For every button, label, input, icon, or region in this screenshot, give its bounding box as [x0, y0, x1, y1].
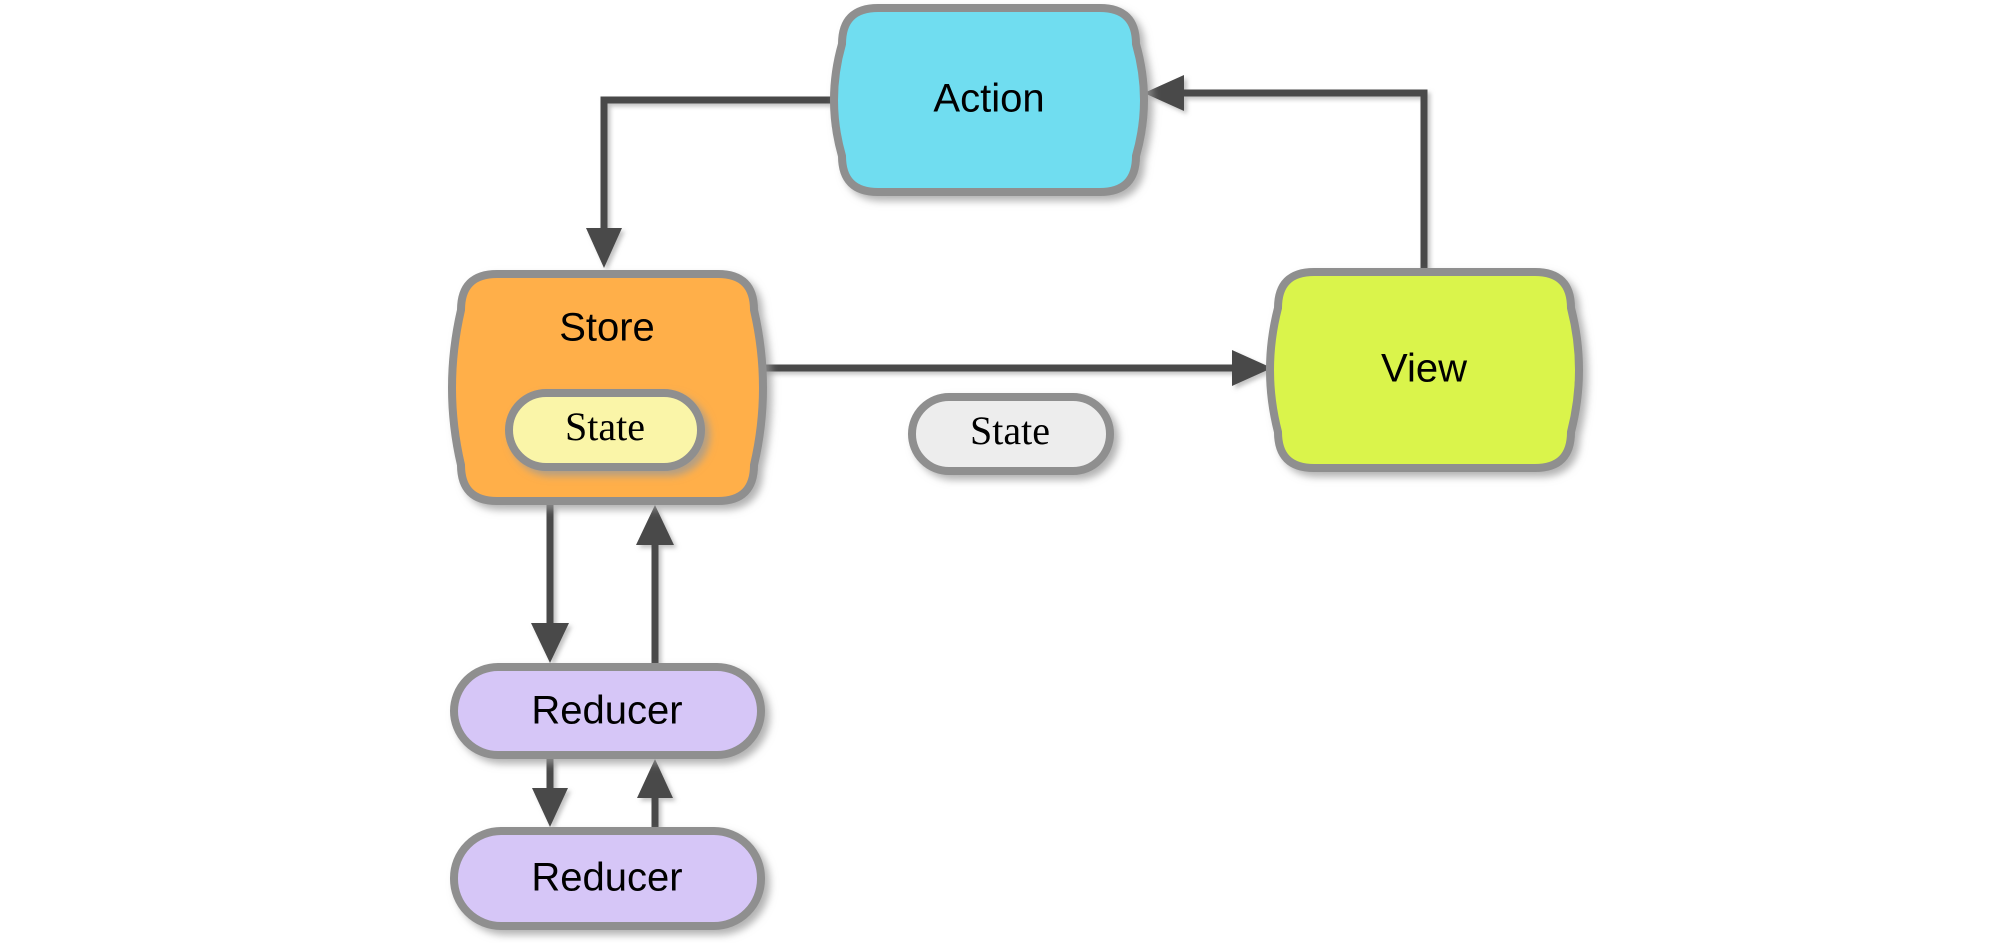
node-reducer-2[interactable]: Reducer	[450, 827, 765, 930]
reducer-1-label: Reducer	[531, 689, 682, 733]
reducer-2-label: Reducer	[531, 856, 682, 900]
action-shape[interactable]	[830, 4, 1148, 196]
edge-action-to-store	[586, 96, 838, 268]
reducer-1-shape[interactable]	[450, 663, 765, 759]
action-label: Action	[933, 77, 1044, 121]
edge-reducer1-to-store	[636, 505, 674, 663]
store-state-shape[interactable]	[505, 389, 705, 471]
node-store-state[interactable]: State	[505, 389, 705, 471]
node-action[interactable]: Action	[830, 4, 1148, 196]
edge-layer	[531, 75, 1428, 827]
state-payload-label: State	[970, 408, 1050, 453]
node-state-payload[interactable]: State	[908, 393, 1114, 475]
view-shape[interactable]	[1266, 268, 1583, 472]
node-view[interactable]: View	[1266, 268, 1583, 472]
edge-store-to-reducer1	[531, 505, 569, 663]
store-state-label: State	[565, 404, 645, 449]
edge-reducer2-to-reducer1	[637, 759, 673, 827]
node-reducer-1[interactable]: Reducer	[450, 663, 765, 759]
store-label: Store	[559, 306, 655, 350]
view-label: View	[1381, 347, 1467, 391]
edge-reducer1-to-reducer2	[532, 759, 568, 827]
edge-view-to-action	[1144, 75, 1428, 268]
state-payload-shape[interactable]	[908, 393, 1114, 475]
reducer-2-shape[interactable]	[450, 827, 765, 930]
edge-store-to-view	[755, 350, 1272, 386]
